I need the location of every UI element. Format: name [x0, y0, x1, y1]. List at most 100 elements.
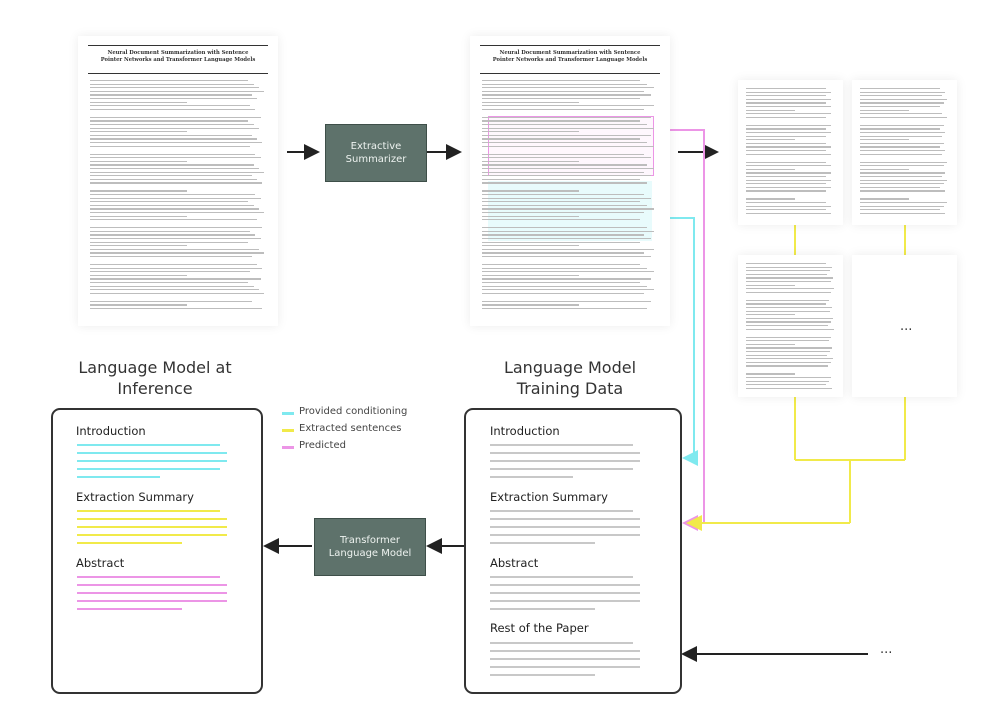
text-line [482, 124, 648, 126]
training-section-extraction: Extraction Summary [490, 490, 608, 504]
text-line [482, 157, 651, 159]
text-line [482, 300, 651, 303]
text-line [860, 161, 948, 163]
text-line [746, 95, 827, 97]
text-line [482, 252, 644, 254]
text-line [746, 209, 827, 211]
text-line [482, 219, 641, 221]
text-line [746, 202, 827, 204]
text-line [482, 204, 648, 207]
text-line [482, 153, 644, 155]
text-line [482, 285, 648, 287]
content-line [490, 476, 573, 478]
text-line [482, 190, 579, 192]
text-line [860, 165, 944, 167]
text-line [860, 209, 941, 211]
text-line [482, 168, 655, 170]
yellow-tree [686, 225, 906, 531]
text-line [482, 215, 579, 217]
text-line [90, 116, 261, 119]
content-line [490, 600, 640, 602]
text-line [90, 124, 254, 126]
text-line [746, 361, 831, 364]
content-line [490, 674, 595, 676]
text-line [746, 161, 827, 163]
paper-thumbnail-highlighted: Neural Document Summarization with Sente… [470, 36, 670, 326]
training-section-rest: Rest of the Paper [490, 621, 589, 635]
text-line [90, 227, 263, 229]
text-line [746, 146, 831, 148]
text-line [746, 124, 831, 127]
text-line [482, 138, 641, 140]
text-line [860, 102, 944, 104]
text-line [90, 292, 265, 295]
text-line [860, 109, 909, 111]
text-line [746, 88, 827, 90]
text-line [90, 182, 263, 184]
text-line [90, 219, 258, 221]
text-line [860, 128, 941, 130]
text-line [860, 172, 946, 174]
text-line [90, 94, 252, 96]
text-line [860, 132, 946, 134]
text-line [90, 304, 187, 306]
text-line [746, 281, 831, 283]
text-line [482, 230, 655, 233]
legend-label-conditioning: Provided conditioning [299, 406, 408, 417]
text-line [90, 238, 261, 240]
inference-section-introduction: Introduction [76, 424, 146, 438]
text-line [860, 146, 941, 148]
text-line [860, 88, 941, 90]
text-line [90, 230, 251, 233]
content-line [490, 584, 640, 586]
text-line [746, 277, 834, 279]
text-line [90, 278, 261, 280]
text-line [482, 271, 655, 273]
text-line [482, 108, 644, 111]
text-line [860, 142, 944, 145]
text-line [746, 128, 827, 130]
text-line [482, 274, 579, 277]
text-line [90, 175, 252, 177]
text-line [860, 106, 941, 108]
text-line [90, 108, 256, 111]
legend-swatch-yellow [282, 429, 294, 432]
text-line [746, 328, 835, 330]
text-line [482, 145, 655, 147]
content-line [77, 608, 182, 610]
content-line [77, 452, 227, 454]
text-line [860, 190, 946, 192]
text-line [746, 190, 827, 192]
content-line [490, 510, 633, 512]
content-line [77, 460, 227, 462]
content-line [490, 542, 595, 544]
text-line [90, 197, 261, 199]
text-line [482, 182, 648, 184]
text-line [746, 186, 831, 189]
text-line [746, 266, 833, 268]
text-line [860, 124, 944, 127]
content-line [77, 592, 227, 594]
text-line [746, 303, 827, 305]
text-line [482, 116, 651, 119]
text-line [90, 131, 187, 133]
text-line [746, 380, 829, 382]
text-line [90, 178, 258, 181]
text-line [482, 234, 644, 236]
text-line [90, 252, 265, 254]
content-line [490, 518, 640, 520]
content-line [490, 444, 633, 446]
grid-paper-2 [852, 80, 957, 225]
text-line [90, 241, 249, 243]
text-line [860, 135, 942, 137]
text-line [90, 120, 249, 122]
text-line [90, 80, 249, 82]
text-line [746, 284, 795, 286]
text-line [746, 183, 827, 185]
heading-inference: Language Model at Inference [78, 358, 232, 398]
content-line [490, 576, 633, 578]
text-line [90, 101, 187, 103]
text-line [746, 270, 830, 272]
content-line [490, 658, 640, 660]
text-line [482, 194, 644, 196]
